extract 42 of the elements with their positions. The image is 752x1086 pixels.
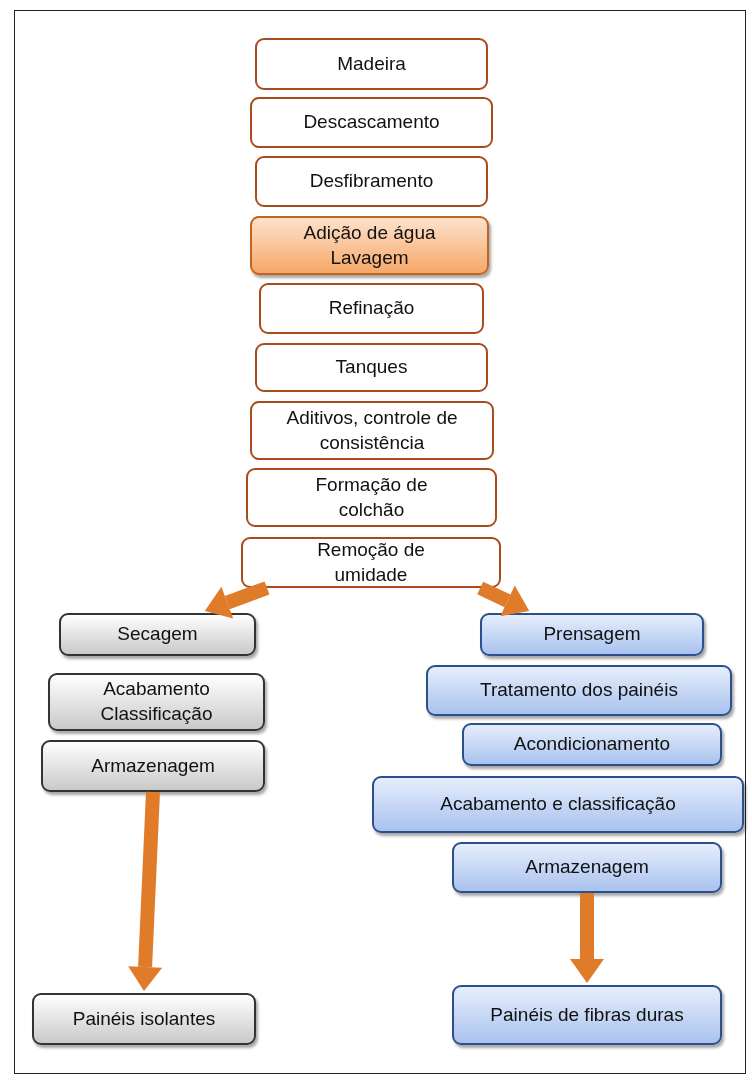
arrow — [128, 791, 163, 991]
process-box — [452, 985, 722, 1045]
process-box — [372, 776, 744, 833]
process-box — [32, 993, 256, 1045]
process-box — [259, 283, 484, 334]
process-box — [241, 537, 501, 588]
step-label: Formação de colchão — [314, 472, 429, 522]
step-label: Armazenagem — [91, 753, 215, 778]
step-label: Armazenagem — [525, 855, 649, 880]
process-box — [255, 38, 488, 90]
step-label: Remoção de umidade — [316, 537, 426, 587]
step-label: Madeira — [337, 51, 406, 76]
process-box — [250, 97, 493, 148]
step-label: Adição de água Lavagem — [302, 220, 437, 270]
process-box — [250, 401, 494, 460]
process-box — [48, 673, 265, 731]
step-label: Tratamento dos painéis — [480, 678, 678, 703]
process-box — [41, 740, 265, 792]
arrow — [570, 893, 604, 983]
process-box — [246, 468, 497, 527]
step-label: Desfibramento — [309, 169, 434, 194]
step-label: Tanques — [335, 355, 408, 380]
step-label: Aditivos, controle de consistência — [285, 405, 459, 455]
process-box — [426, 665, 732, 716]
step-label: Acabamento Classificação — [99, 677, 214, 726]
step-label: Descascamento — [303, 110, 440, 135]
step-label: Refinação — [328, 296, 415, 321]
arrow — [477, 581, 530, 617]
process-box — [255, 156, 488, 207]
step-label: Painéis isolantes — [72, 1006, 216, 1031]
process-box — [480, 613, 704, 656]
process-box — [462, 723, 722, 766]
process-box — [452, 842, 722, 893]
step-label: Acabamento e classificação — [440, 792, 676, 817]
step-label: Painéis de fibras duras — [490, 1002, 684, 1027]
process-box — [255, 343, 488, 392]
step-label: Prensagem — [543, 622, 641, 647]
process-box — [250, 216, 489, 275]
step-label: Acondicionamento — [513, 732, 671, 757]
process-box — [59, 613, 256, 656]
step-label: Secagem — [117, 622, 198, 647]
arrow — [204, 581, 270, 619]
